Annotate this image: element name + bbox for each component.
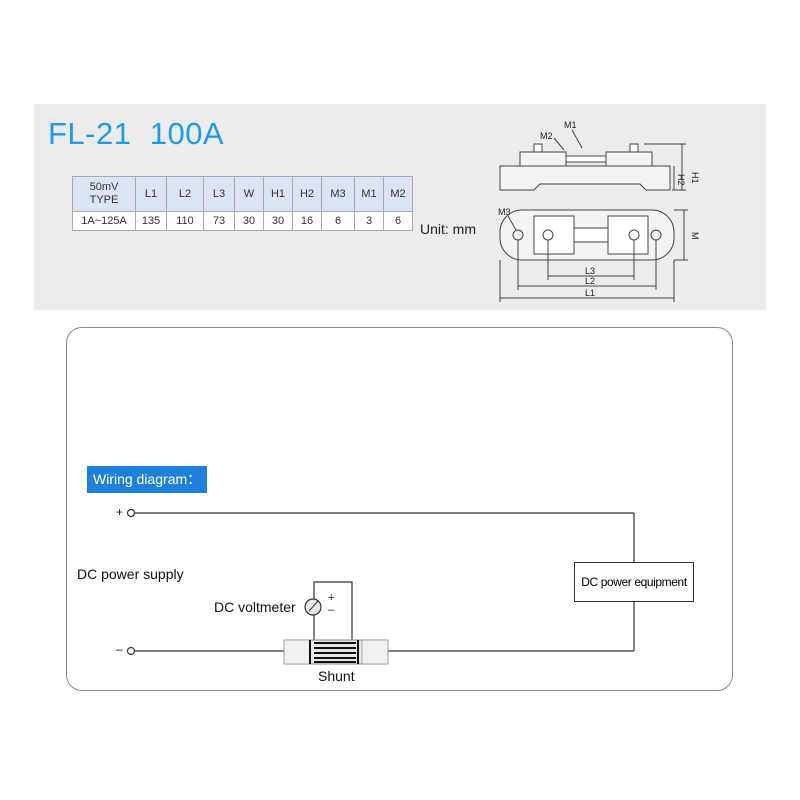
voltmeter-needle [308,600,319,612]
wiring-panel [66,327,733,691]
top-view-bar [573,227,609,243]
header-m1: M1 [354,176,384,212]
row-l2: 110 [166,211,204,231]
shunt-right-end [361,639,389,665]
m3-leader [507,215,517,231]
shunt-left-end [283,639,311,665]
dimension-drawing: M1 M2 H1 H2 M3 M L3 L2 L1 [498,120,700,302]
shunt-strips [314,642,356,663]
label-h2: H2 [676,174,686,186]
row-h2: 16 [292,211,322,231]
row-l3: 73 [203,211,235,231]
plus-sign: + [116,505,124,519]
row-m3: 6 [321,211,355,231]
header-h1: H1 [263,176,293,212]
label-h1: H1 [690,172,700,184]
wiring-diagram-label: Wiring diagram： [87,466,207,493]
unit-label: Unit: mm [420,221,476,237]
row-m1: 3 [354,211,384,231]
row-type: 1A~125A [72,211,136,231]
voltmeter-minus: – [328,604,335,616]
header-m3: M3 [321,176,355,212]
voltmeter-plus: + [328,592,334,604]
shunt-label: Shunt [318,668,355,684]
dc-power-supply-label: DC power supply [77,566,184,582]
spec-table-row: 1A~125A 135 110 73 30 30 16 6 3 6 [72,211,413,231]
header-w: W [234,176,264,212]
row-h1: 30 [263,211,293,231]
row-m2: 6 [383,211,413,231]
product-title: FL-21 100A [48,116,225,151]
side-view-screw-right [629,143,639,153]
spec-table-header-row: 50mV TYPE L1 L2 L3 W H1 H2 M3 M1 M2 [72,176,413,212]
type-header-cell: 50mV TYPE [72,176,136,212]
top-view-terminal-right [607,215,649,255]
dc-power-equipment-box: DC power equipment [574,562,694,602]
type-header-bottom: TYPE [89,194,119,206]
header-l2: L2 [166,176,204,212]
side-view-bar [565,155,607,163]
label-l1: L1 [585,288,595,298]
negative-terminal [126,646,136,656]
label-l2: L2 [585,276,595,286]
spec-table: 50mV TYPE L1 L2 L3 W H1 H2 M3 M1 M2 1A~1… [72,176,413,231]
side-view-body [499,165,671,191]
label-m2: M2 [540,131,553,141]
type-header-top: 50mV [89,181,119,193]
side-view-screw-left [533,143,543,153]
spec-panel: FL-21 100A 50mV TYPE L1 L2 L3 W H1 H2 M3… [34,104,766,310]
label-l3: L3 [585,266,595,276]
header-m2: M2 [383,176,413,212]
m2-leader [553,137,565,151]
m1-leader [571,129,583,149]
header-l3: L3 [203,176,235,212]
label-m: M [690,232,700,240]
minus-sign: – [116,642,123,656]
label-m1: M1 [564,120,577,130]
label-m3: M3 [498,207,511,217]
dc-voltmeter-label: DC voltmeter [214,599,296,615]
positive-terminal [126,508,136,518]
